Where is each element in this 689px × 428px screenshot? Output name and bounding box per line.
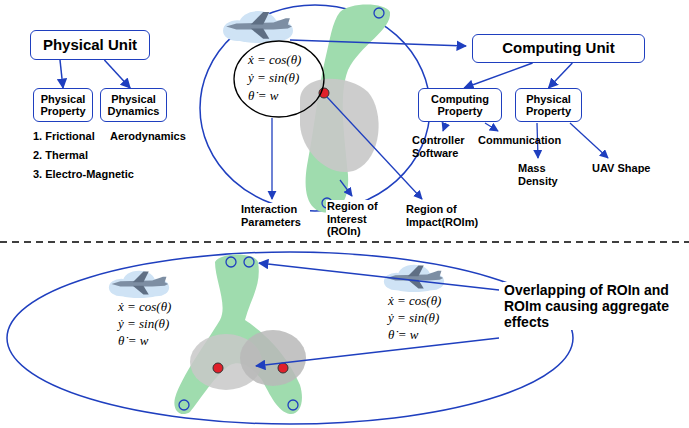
callout-label: Interaction Parameters xyxy=(240,203,310,228)
property-item: Aerodynamics xyxy=(110,130,200,143)
property-item: 2. Thermal xyxy=(33,149,153,162)
connector-arrow xyxy=(464,63,532,88)
callout-label: Region of Impact(ROIm) xyxy=(405,203,493,228)
separator-line xyxy=(0,241,689,243)
region-of-impact xyxy=(300,79,379,172)
equation: θ̇ = w xyxy=(118,334,188,349)
property-item: 3. Electro-Magnetic xyxy=(33,168,158,181)
property-item: Communication xyxy=(478,134,566,147)
equation: ẋ = cos(θ) xyxy=(248,53,318,68)
equation: ẏ = sin(θ) xyxy=(388,311,458,326)
leader-arrow xyxy=(485,123,498,131)
marker-circle xyxy=(244,257,254,267)
system-ellipse xyxy=(7,252,573,424)
uav-icon xyxy=(223,11,293,43)
property-box: Physical Property xyxy=(33,88,93,122)
equation: ẋ = cos(θ) xyxy=(388,294,458,309)
equation: ẋ = cos(θ) xyxy=(118,300,188,315)
equation: ẏ = sin(θ) xyxy=(248,71,318,86)
property-box: Physical Property xyxy=(515,88,582,122)
property-item: UAV Shape xyxy=(592,162,676,175)
impact-dot xyxy=(278,363,288,373)
connector-arrow xyxy=(104,60,130,88)
box-label: Physical Property xyxy=(519,93,578,118)
marker-circle xyxy=(226,257,236,267)
unit-box: Physical Unit xyxy=(30,30,150,60)
marker-circle xyxy=(288,400,298,410)
impact-dot xyxy=(213,363,223,373)
leader-arrow xyxy=(570,123,608,158)
connector-arrow xyxy=(549,63,573,88)
leader-arrow xyxy=(340,180,352,196)
connector-arrow xyxy=(60,60,63,88)
box-label: Physical Property xyxy=(37,93,89,118)
leader-arrow xyxy=(290,40,466,46)
uav-icon xyxy=(109,271,169,298)
property-item: Mass Density xyxy=(518,162,572,187)
equation: θ̇ = w xyxy=(388,328,458,343)
marker-circle xyxy=(374,8,384,18)
property-item: Controller Software xyxy=(412,134,476,159)
leader-arrow xyxy=(259,263,499,290)
leader-arrow xyxy=(271,118,272,199)
region-of-impact xyxy=(240,330,306,386)
leader-arrow xyxy=(327,97,422,199)
property-box: Physical Dynamics xyxy=(100,88,167,122)
callout-label: Overlapping of ROIn and ROIm causing agg… xyxy=(503,282,673,330)
leader-arrow xyxy=(256,338,499,366)
box-label: Physical Unit xyxy=(43,37,137,54)
box-label: Computing Property xyxy=(422,93,498,118)
marker-circle xyxy=(179,400,189,410)
callout-label: Region of Interest (ROIn) xyxy=(326,200,390,238)
unit-box: Computing Unit xyxy=(472,34,645,63)
box-label: Physical Dynamics xyxy=(104,93,163,118)
leader-arrow xyxy=(443,123,446,131)
equation: ẏ = sin(θ) xyxy=(118,317,188,332)
property-box: Computing Property xyxy=(418,88,502,122)
box-label: Computing Unit xyxy=(502,40,614,57)
parameter-oval xyxy=(234,41,324,117)
equation: θ̇ = w xyxy=(248,89,318,104)
